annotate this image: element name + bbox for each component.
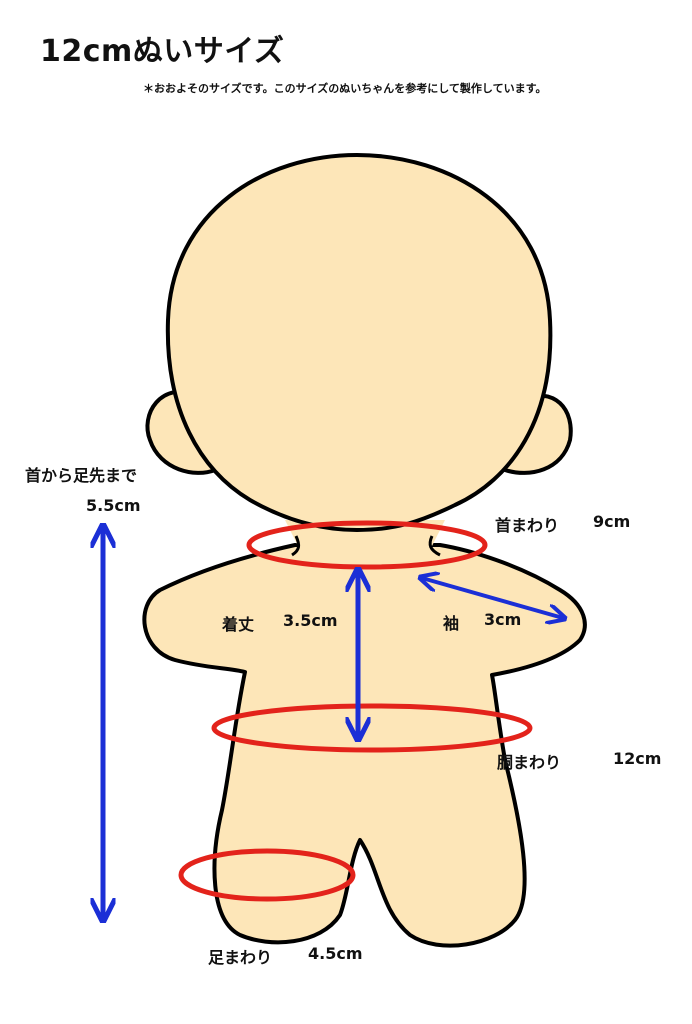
- length-value: 3.5cm: [283, 611, 338, 630]
- neck-to-foot-label: 首から足先まで: [25, 466, 138, 485]
- waist-value: 12cm: [613, 749, 662, 768]
- sleeve-arrow: [422, 578, 563, 618]
- foot-value: 4.5cm: [308, 944, 363, 963]
- foot-ring: [178, 848, 356, 902]
- neck-value: 9cm: [593, 512, 631, 531]
- neck-to-foot-value: 5.5cm: [86, 496, 141, 515]
- neck-label: 首まわり: [495, 516, 560, 535]
- page-title: 12cmぬいサイズ: [40, 34, 285, 69]
- waist-label: 胴まわり: [497, 753, 562, 772]
- length-label: 着丈: [222, 615, 255, 634]
- sleeve-value: 3cm: [484, 610, 522, 629]
- doll-head: [165, 152, 553, 533]
- sleeve-label: 袖: [443, 614, 460, 633]
- waist-ring: [211, 703, 533, 753]
- doll-body: [142, 543, 587, 948]
- foot-label: 足まわり: [208, 948, 273, 967]
- size-note: ＊おおよそのサイズです。このサイズのぬいちゃんを参考にして製作しています。: [143, 82, 547, 95]
